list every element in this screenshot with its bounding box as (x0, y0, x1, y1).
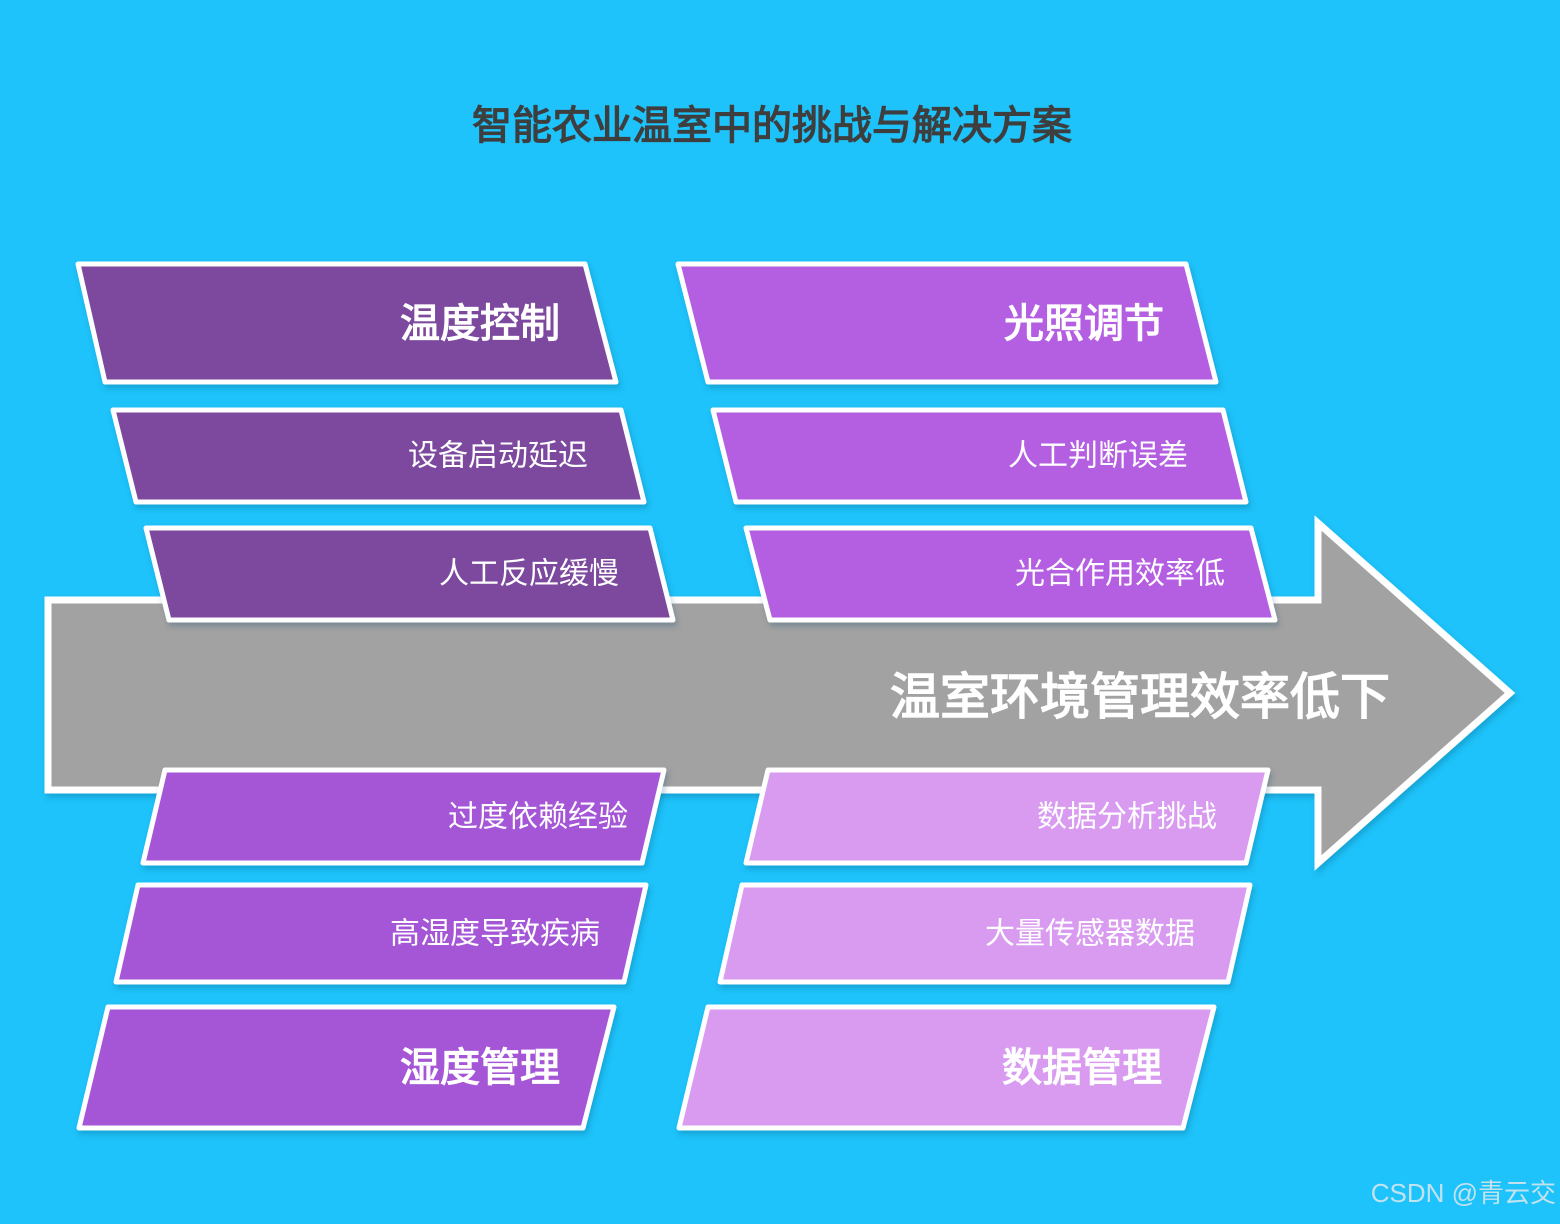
csdn-watermark: CSDN @青云交 (1371, 1178, 1556, 1208)
category-box-light-regulation (675, 261, 1219, 385)
category-box-humidity-management (76, 1004, 617, 1131)
item-label-low-photosynthesis-efficiency: 光合作用效率低 (1015, 558, 1225, 591)
category-label-light-regulation: 光照调节 (1004, 302, 1164, 346)
item-box-manual-judgment-error (710, 407, 1249, 505)
item-box-massive-sensor-data (717, 882, 1253, 985)
item-label-device-startup-delay: 设备启动延迟 (408, 440, 588, 473)
item-box-low-photosynthesis-efficiency (743, 525, 1278, 623)
item-label-over-reliance-on-experience: 过度依赖经验 (448, 801, 628, 834)
category-label-data-management: 数据管理 (1002, 1046, 1162, 1090)
item-box-high-humidity-disease (113, 882, 649, 985)
category-box-temperature-control (75, 261, 619, 385)
category-label-humidity-management: 湿度管理 (400, 1046, 560, 1090)
item-label-data-analysis-challenge: 数据分析挑战 (1037, 801, 1217, 834)
item-box-slow-manual-response (143, 525, 676, 623)
item-box-data-analysis-challenge (743, 767, 1271, 866)
item-label-slow-manual-response: 人工反应缓慢 (439, 558, 619, 591)
item-box-device-startup-delay (110, 407, 647, 505)
item-label-manual-judgment-error: 人工判断误差 (1008, 440, 1188, 473)
item-label-massive-sensor-data: 大量传感器数据 (985, 918, 1195, 951)
category-label-temperature-control: 温度控制 (400, 302, 560, 346)
main-problem-label: 温室环境管理效率低下 (890, 669, 1390, 725)
page-title: 智能农业温室中的挑战与解决方案 (472, 104, 1073, 148)
item-label-high-humidity-disease: 高湿度导致疾病 (390, 918, 600, 951)
category-box-data-management (676, 1004, 1217, 1131)
item-box-over-reliance-on-experience (140, 767, 667, 866)
